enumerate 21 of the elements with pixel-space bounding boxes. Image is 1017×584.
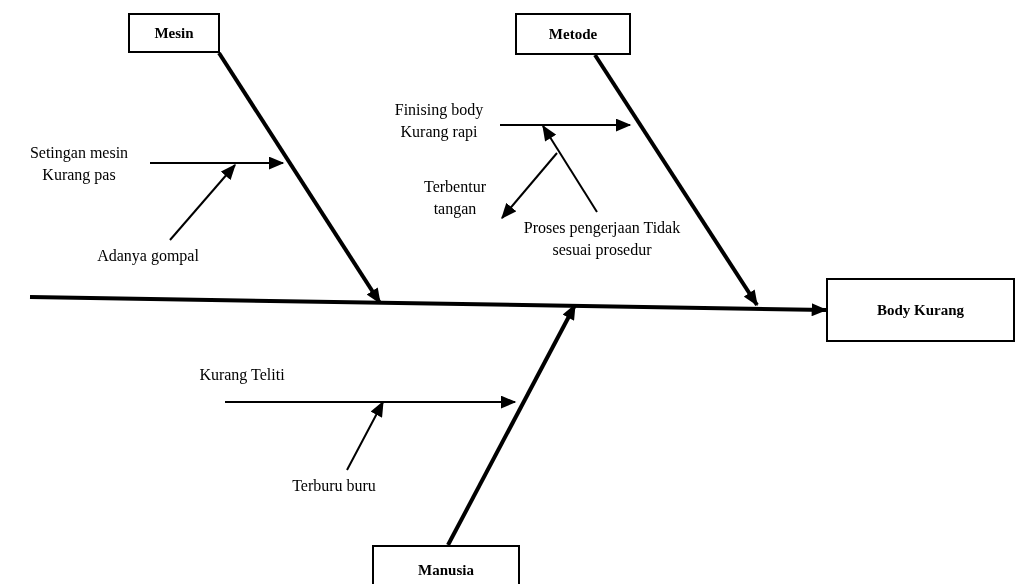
effect-box: Body Kurang xyxy=(826,278,1015,342)
cause-label: Terbentur tangan xyxy=(423,177,487,220)
arrow xyxy=(499,118,632,132)
category-box: Manusia xyxy=(372,545,520,584)
cause-label: Terburu buru xyxy=(292,476,376,496)
arrow xyxy=(542,124,598,213)
arrow xyxy=(346,400,384,471)
bone-arrow xyxy=(593,53,759,307)
cause-label: Setingan mesin Kurang pas xyxy=(28,143,130,186)
arrow xyxy=(224,395,517,409)
bone-arrow xyxy=(29,295,828,317)
cause-label: Kurang Teliti xyxy=(199,365,285,386)
cause-label: Proses pengerjaan Tidak sesuai prosedur xyxy=(522,218,682,261)
category-box: Metode xyxy=(515,13,631,55)
arrow xyxy=(149,156,285,170)
arrow xyxy=(501,152,558,219)
category-box: Mesin xyxy=(128,13,220,53)
bone-arrow xyxy=(217,51,382,305)
cause-label: Finising body Kurang rapi xyxy=(393,100,485,143)
arrow xyxy=(169,164,236,241)
cause-label: Adanya gompal xyxy=(97,246,199,267)
